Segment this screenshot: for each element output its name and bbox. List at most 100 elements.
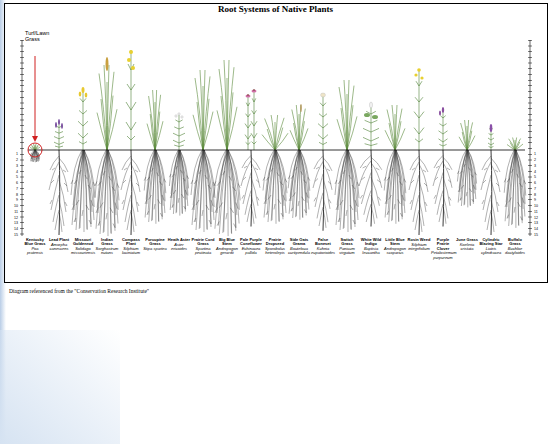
latin-name: Kuhnia eupatorioides xyxy=(311,247,335,256)
plant-name: White Wild Indigo xyxy=(359,238,383,247)
plant-caption: Lead PlantAmorpha canescens xyxy=(47,238,71,251)
latin-name: Spartina pectinata xyxy=(191,247,215,256)
plant-name: Big Blue Stem xyxy=(215,238,239,247)
latin-name: Koeleria cristata xyxy=(455,243,479,252)
plant-name: Prairie Cord Grass xyxy=(191,238,215,247)
scale-number: 3 xyxy=(534,165,542,169)
slide-edge xyxy=(0,330,120,444)
latin-name: Solidago missouriensis xyxy=(71,247,95,256)
plant-name: Switch Grass xyxy=(335,238,359,247)
scale-number: 6 xyxy=(10,182,18,186)
scale-number: 11 xyxy=(10,211,18,215)
plant-caption: Switch GrassPanicum virgatum xyxy=(335,238,359,256)
plant-name: Missouri Goldenrod xyxy=(71,238,95,247)
plant-caption: Porcupine GrassStipa spartea xyxy=(143,238,167,251)
plant-caption: White Wild IndigoBaptisia leucantha xyxy=(359,238,383,256)
scale-number: 1 xyxy=(10,153,18,157)
plant-caption: Prairie DropseedSporobolus heterolepis xyxy=(263,238,287,256)
plant-name: Side Oats Grama xyxy=(287,238,311,247)
roots xyxy=(30,150,526,236)
latin-name: Andropogon gerardii xyxy=(215,247,239,256)
plant-name: Little Blue Stem xyxy=(383,238,407,247)
plant-tops xyxy=(30,50,523,150)
latin-name: Sorghastrum nutans xyxy=(95,247,119,256)
plant-name: False Boneset xyxy=(311,238,335,247)
caption-note: Diagram referenced from the "Conservatio… xyxy=(9,288,149,294)
plant-caption: Indian GrassSorghastrum nutans xyxy=(95,238,119,256)
latin-name: Aster ericoides xyxy=(167,243,191,252)
scale-number: 9 xyxy=(534,199,542,203)
plant-caption: Compass PlantSilphium laciniatum xyxy=(119,238,143,256)
plant-caption: Heath AsterAster ericoides xyxy=(167,238,191,251)
plant-caption: Side Oats GramaBouteloua curtipendula xyxy=(287,238,311,256)
latin-name: Silphium integrifolium xyxy=(407,243,431,252)
plant-caption: Rosin WeedSilphium integrifolium xyxy=(407,238,431,251)
latin-name: Poa pratensis xyxy=(23,247,47,256)
latin-name: Stipa spartea xyxy=(143,247,167,251)
scale-number: 14 xyxy=(10,228,18,232)
scale-number: 2 xyxy=(534,159,542,163)
plant-caption: False BonesetKuhnia eupatorioides xyxy=(311,238,335,256)
plant-caption: Little Blue StemAndropogon scoparius xyxy=(383,238,407,256)
plant-caption: Purple Prairie CloverPetalostemum purpur… xyxy=(431,238,455,260)
scale-number: 8 xyxy=(10,194,18,198)
plant-name: Cylindric Blazing Star xyxy=(479,238,503,247)
plant-name: Kentucky Blue Grass xyxy=(23,238,47,247)
scale-number: 4 xyxy=(534,171,542,175)
plant-caption: June GrassKoeleria cristata xyxy=(455,238,479,251)
plant-name: June Grass xyxy=(455,238,479,242)
plant-name: Buffalo Grass xyxy=(503,238,527,247)
scale-number: 15 xyxy=(10,234,18,238)
latin-name: Panicum virgatum xyxy=(335,247,359,256)
plant-name: Purple Prairie Clover xyxy=(431,238,455,251)
plant-name: Rosin Weed xyxy=(407,238,431,242)
latin-name: Andropogon scoparius xyxy=(383,247,407,256)
callout-label: Turf/Lawn Grass xyxy=(25,30,53,43)
latin-name: Bouteloua curtipendula xyxy=(287,247,311,256)
plant-name: Porcupine Grass xyxy=(143,238,167,247)
latin-name: Amorpha canescens xyxy=(47,243,71,252)
plant-caption: Big Blue StemAndropogon gerardii xyxy=(215,238,239,256)
scale-number: 8 xyxy=(534,194,542,198)
plant-name: Lead Plant xyxy=(47,238,71,242)
scale-number: 12 xyxy=(534,217,542,221)
scale-number: 6 xyxy=(534,182,542,186)
plant-caption: Missouri GoldenrodSolidago missouriensis xyxy=(71,238,95,256)
latin-name: Liatris cylindracea xyxy=(479,247,503,256)
latin-name: Echinacea pallida xyxy=(239,247,263,256)
scale-number: 15 xyxy=(534,234,542,238)
plant-name: Prairie Dropseed xyxy=(263,238,287,247)
plant-caption: Prairie Cord GrassSpartina pectinata xyxy=(191,238,215,256)
scale-number: 7 xyxy=(534,188,542,192)
scale-number: 13 xyxy=(10,222,18,226)
scale-number: 7 xyxy=(10,188,18,192)
plant-caption: Kentucky Blue GrassPoa pratensis xyxy=(23,238,47,256)
scale-number: 9 xyxy=(10,199,18,203)
scale-number: 11 xyxy=(534,211,542,215)
plant-name: Heath Aster xyxy=(167,238,191,242)
scale-number: 13 xyxy=(534,222,542,226)
scale-number: 5 xyxy=(10,176,18,180)
scale-number: 10 xyxy=(534,205,542,209)
scale-number: 3 xyxy=(10,165,18,169)
latin-name: Buchloe dactyloides xyxy=(503,247,527,256)
scale-number: 2 xyxy=(10,159,18,163)
diagram-title: Root Systems of Native Plants xyxy=(0,4,551,14)
latin-name: Silphium laciniatum xyxy=(119,247,143,256)
plant-caption: Buffalo GrassBuchloe dactyloides xyxy=(503,238,527,256)
scale-number: 5 xyxy=(534,176,542,180)
latin-name: Sporobolus heterolepis xyxy=(263,247,287,256)
scale-number: 10 xyxy=(10,205,18,209)
plant-name: Compass Plant xyxy=(119,238,143,247)
scale-number: 4 xyxy=(10,171,18,175)
plant-name: Indian Grass xyxy=(95,238,119,247)
plant-caption: Pale Purple ConeflowerEchinacea pallida xyxy=(239,238,263,256)
latin-name: Baptisia leucantha xyxy=(359,247,383,256)
plant-caption: Cylindric Blazing StarLiatris cylindrace… xyxy=(479,238,503,256)
scale-number: 12 xyxy=(10,217,18,221)
scale-number: 14 xyxy=(534,228,542,232)
plant-name: Pale Purple Coneflower xyxy=(239,238,263,247)
scale-number: 1 xyxy=(534,153,542,157)
latin-name: Petalostemum purpureum xyxy=(431,251,455,260)
